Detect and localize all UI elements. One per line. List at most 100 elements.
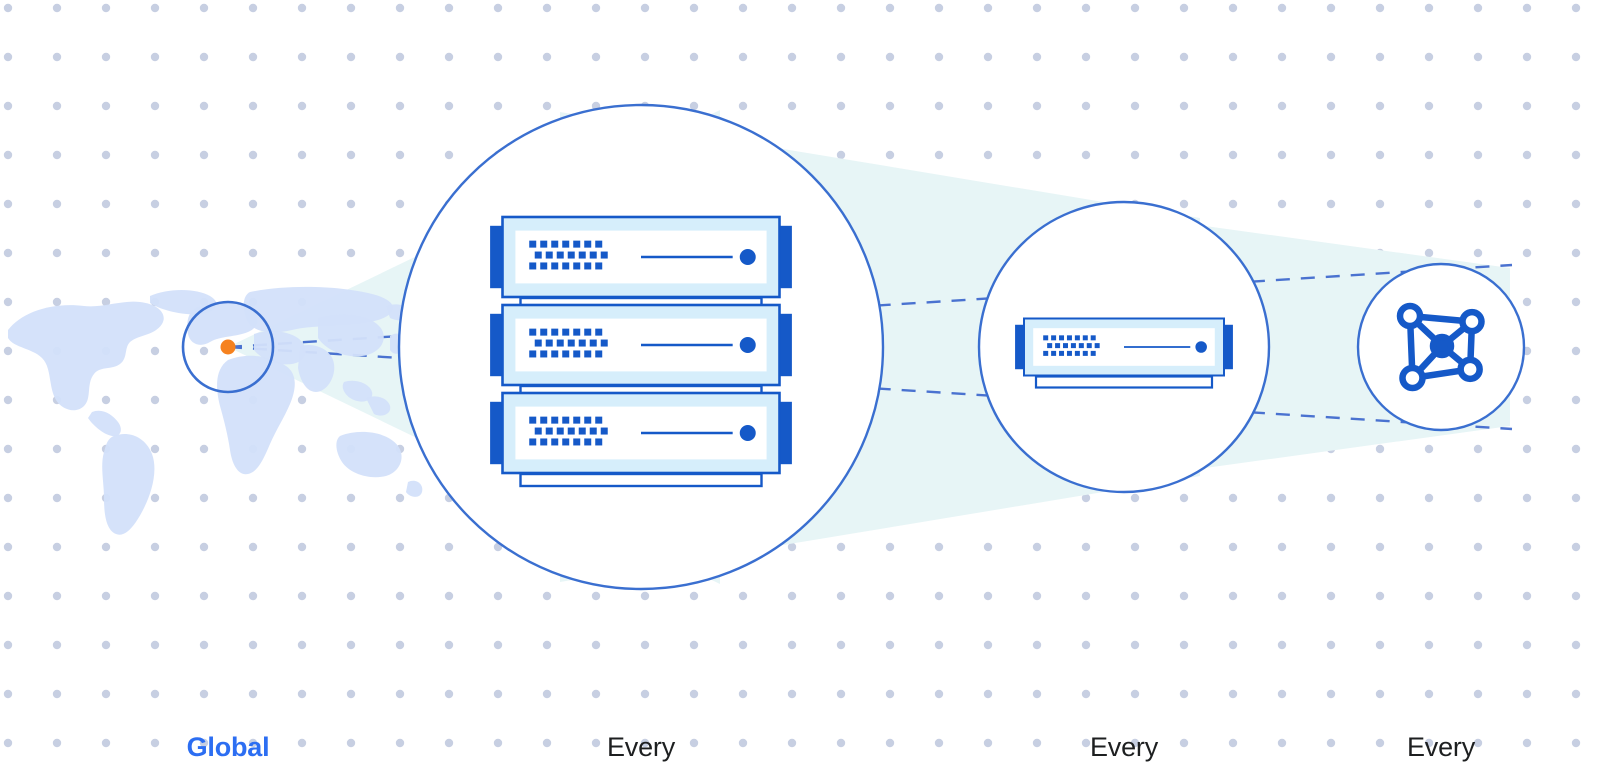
grid-dot: [101, 395, 111, 405]
grid-dot: [1130, 3, 1140, 13]
grid-dot: [1326, 738, 1336, 748]
server-vent-dot: [1062, 343, 1068, 349]
map-landmass: [88, 410, 121, 437]
server-vent-dot: [584, 438, 592, 446]
map-landmass: [318, 314, 384, 357]
grid-dot: [836, 542, 846, 552]
grid-dot: [1277, 52, 1287, 62]
grid-dot: [395, 689, 405, 699]
grid-dot: [836, 150, 846, 160]
grid-dot: [3, 493, 13, 503]
grid-dot: [1277, 493, 1287, 503]
map-landmass: [366, 396, 391, 416]
grid-dot: [1571, 346, 1581, 356]
grid-dot: [836, 3, 846, 13]
grid-dot: [297, 199, 307, 209]
grid-dot: [1375, 444, 1385, 454]
global-network-highlight-circle: [181, 300, 275, 394]
grid-dot: [1228, 738, 1238, 748]
grid-dot: [1130, 640, 1140, 650]
server-vent-dot: [562, 328, 570, 336]
server-vent-dot: [567, 427, 575, 435]
server-vent-dot: [529, 350, 537, 358]
grid-dot: [1473, 493, 1483, 503]
grid-dot: [1179, 493, 1189, 503]
grid-dot: [199, 346, 209, 356]
server-vent-dot: [540, 240, 548, 248]
server-vent-dot: [1074, 350, 1080, 356]
grid-dot: [689, 689, 699, 699]
server-vent-dot: [584, 240, 592, 248]
grid-dot: [444, 640, 454, 650]
server-vent-dot: [595, 240, 603, 248]
server-vent-dot: [573, 416, 581, 424]
grid-dot: [1571, 738, 1581, 748]
caption-every-server-line1: Every: [1089, 732, 1159, 762]
grid-dot: [199, 3, 209, 13]
server-vent-dot: [1070, 343, 1076, 349]
grid-dot: [199, 395, 209, 405]
grid-dot: [1571, 493, 1581, 503]
grid-dot: [1571, 591, 1581, 601]
grid-dot: [346, 199, 356, 209]
server-vent-dot: [573, 262, 581, 270]
server-vent-dot: [540, 262, 548, 270]
grid-dot: [101, 199, 111, 209]
grid-dot: [346, 640, 356, 650]
grid-dot: [1228, 493, 1238, 503]
grid-dot: [395, 542, 405, 552]
grid-dot: [3, 52, 13, 62]
server-vent-dot: [600, 251, 608, 259]
grid-dot: [101, 101, 111, 111]
grid-dot: [199, 689, 209, 699]
grid-dot: [934, 101, 944, 111]
grid-dot: [787, 689, 797, 699]
grid-dot: [836, 640, 846, 650]
grid-dot: [1522, 3, 1532, 13]
server-vent-dot: [589, 427, 597, 435]
grid-dot: [1326, 199, 1336, 209]
grid-dot: [199, 199, 209, 209]
grid-dot: [1375, 542, 1385, 552]
grid-dot: [1081, 689, 1091, 699]
grid-dot: [3, 248, 13, 258]
grid-dot: [1375, 640, 1385, 650]
map-landmass: [336, 431, 402, 478]
grid-dot: [983, 542, 993, 552]
grid-dot: [836, 591, 846, 601]
map-landmass: [102, 434, 155, 535]
grid-dot: [640, 52, 650, 62]
grid-dot: [199, 101, 209, 111]
grid-dot: [934, 52, 944, 62]
server-vent-dot: [578, 339, 586, 347]
mesh-node-top-left: [1396, 302, 1424, 330]
server-vent-dot: [562, 416, 570, 424]
grid-dot: [3, 591, 13, 601]
grid-dot: [1571, 52, 1581, 62]
grid-dot: [885, 640, 895, 650]
grid-dot: [1228, 640, 1238, 650]
grid-dot: [101, 297, 111, 307]
server-vent-dot: [1082, 350, 1088, 356]
grid-dot: [1130, 689, 1140, 699]
grid-dot: [738, 640, 748, 650]
grid-dot: [1522, 52, 1532, 62]
server-vent-dot: [1078, 343, 1084, 349]
server-vent-dot: [545, 339, 553, 347]
grid-dot: [591, 738, 601, 748]
grid-dot: [248, 689, 258, 699]
server-vent-dot: [534, 427, 542, 435]
grid-dot: [542, 3, 552, 13]
server-vent-dot: [534, 339, 542, 347]
grid-dot: [248, 640, 258, 650]
server-base-plate-3: [519, 472, 763, 488]
grid-dot: [199, 591, 209, 601]
grid-dot: [248, 248, 258, 258]
grid-dot: [3, 444, 13, 454]
grid-dot: [542, 689, 552, 699]
grid-dot: [1424, 493, 1434, 503]
grid-dot: [689, 640, 699, 650]
grid-dot: [52, 101, 62, 111]
